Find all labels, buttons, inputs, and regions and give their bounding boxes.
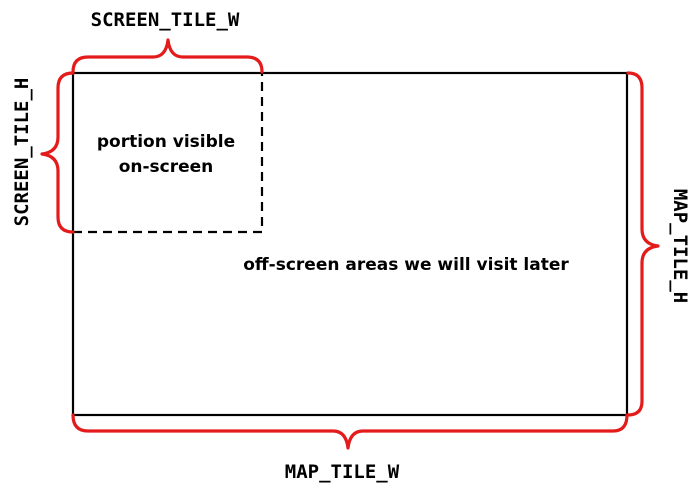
- map-tile-w-brace: [71, 413, 629, 450]
- screen-viewport-rectangle: [73, 73, 264, 234]
- screen-tile-h-brace: [40, 71, 75, 234]
- visible-region-label-line2: on-screen: [119, 157, 214, 177]
- visible-region-label-line1: portion visible: [97, 132, 235, 152]
- map-tile-w-label: MAP_TILE_W: [285, 461, 400, 483]
- screen-tile-w-brace: [71, 38, 264, 74]
- offscreen-region-label: off-screen areas we will visit later: [243, 255, 569, 275]
- map-rectangle: [71, 71, 629, 417]
- map-tile-h-label: MAP_TILE_H: [669, 189, 691, 303]
- screen-tile-w-label: SCREEN_TILE_W: [91, 9, 240, 31]
- map-tile-h-brace: [626, 71, 660, 417]
- screen-tile-h-label: SCREEN_TILE_H: [11, 78, 33, 227]
